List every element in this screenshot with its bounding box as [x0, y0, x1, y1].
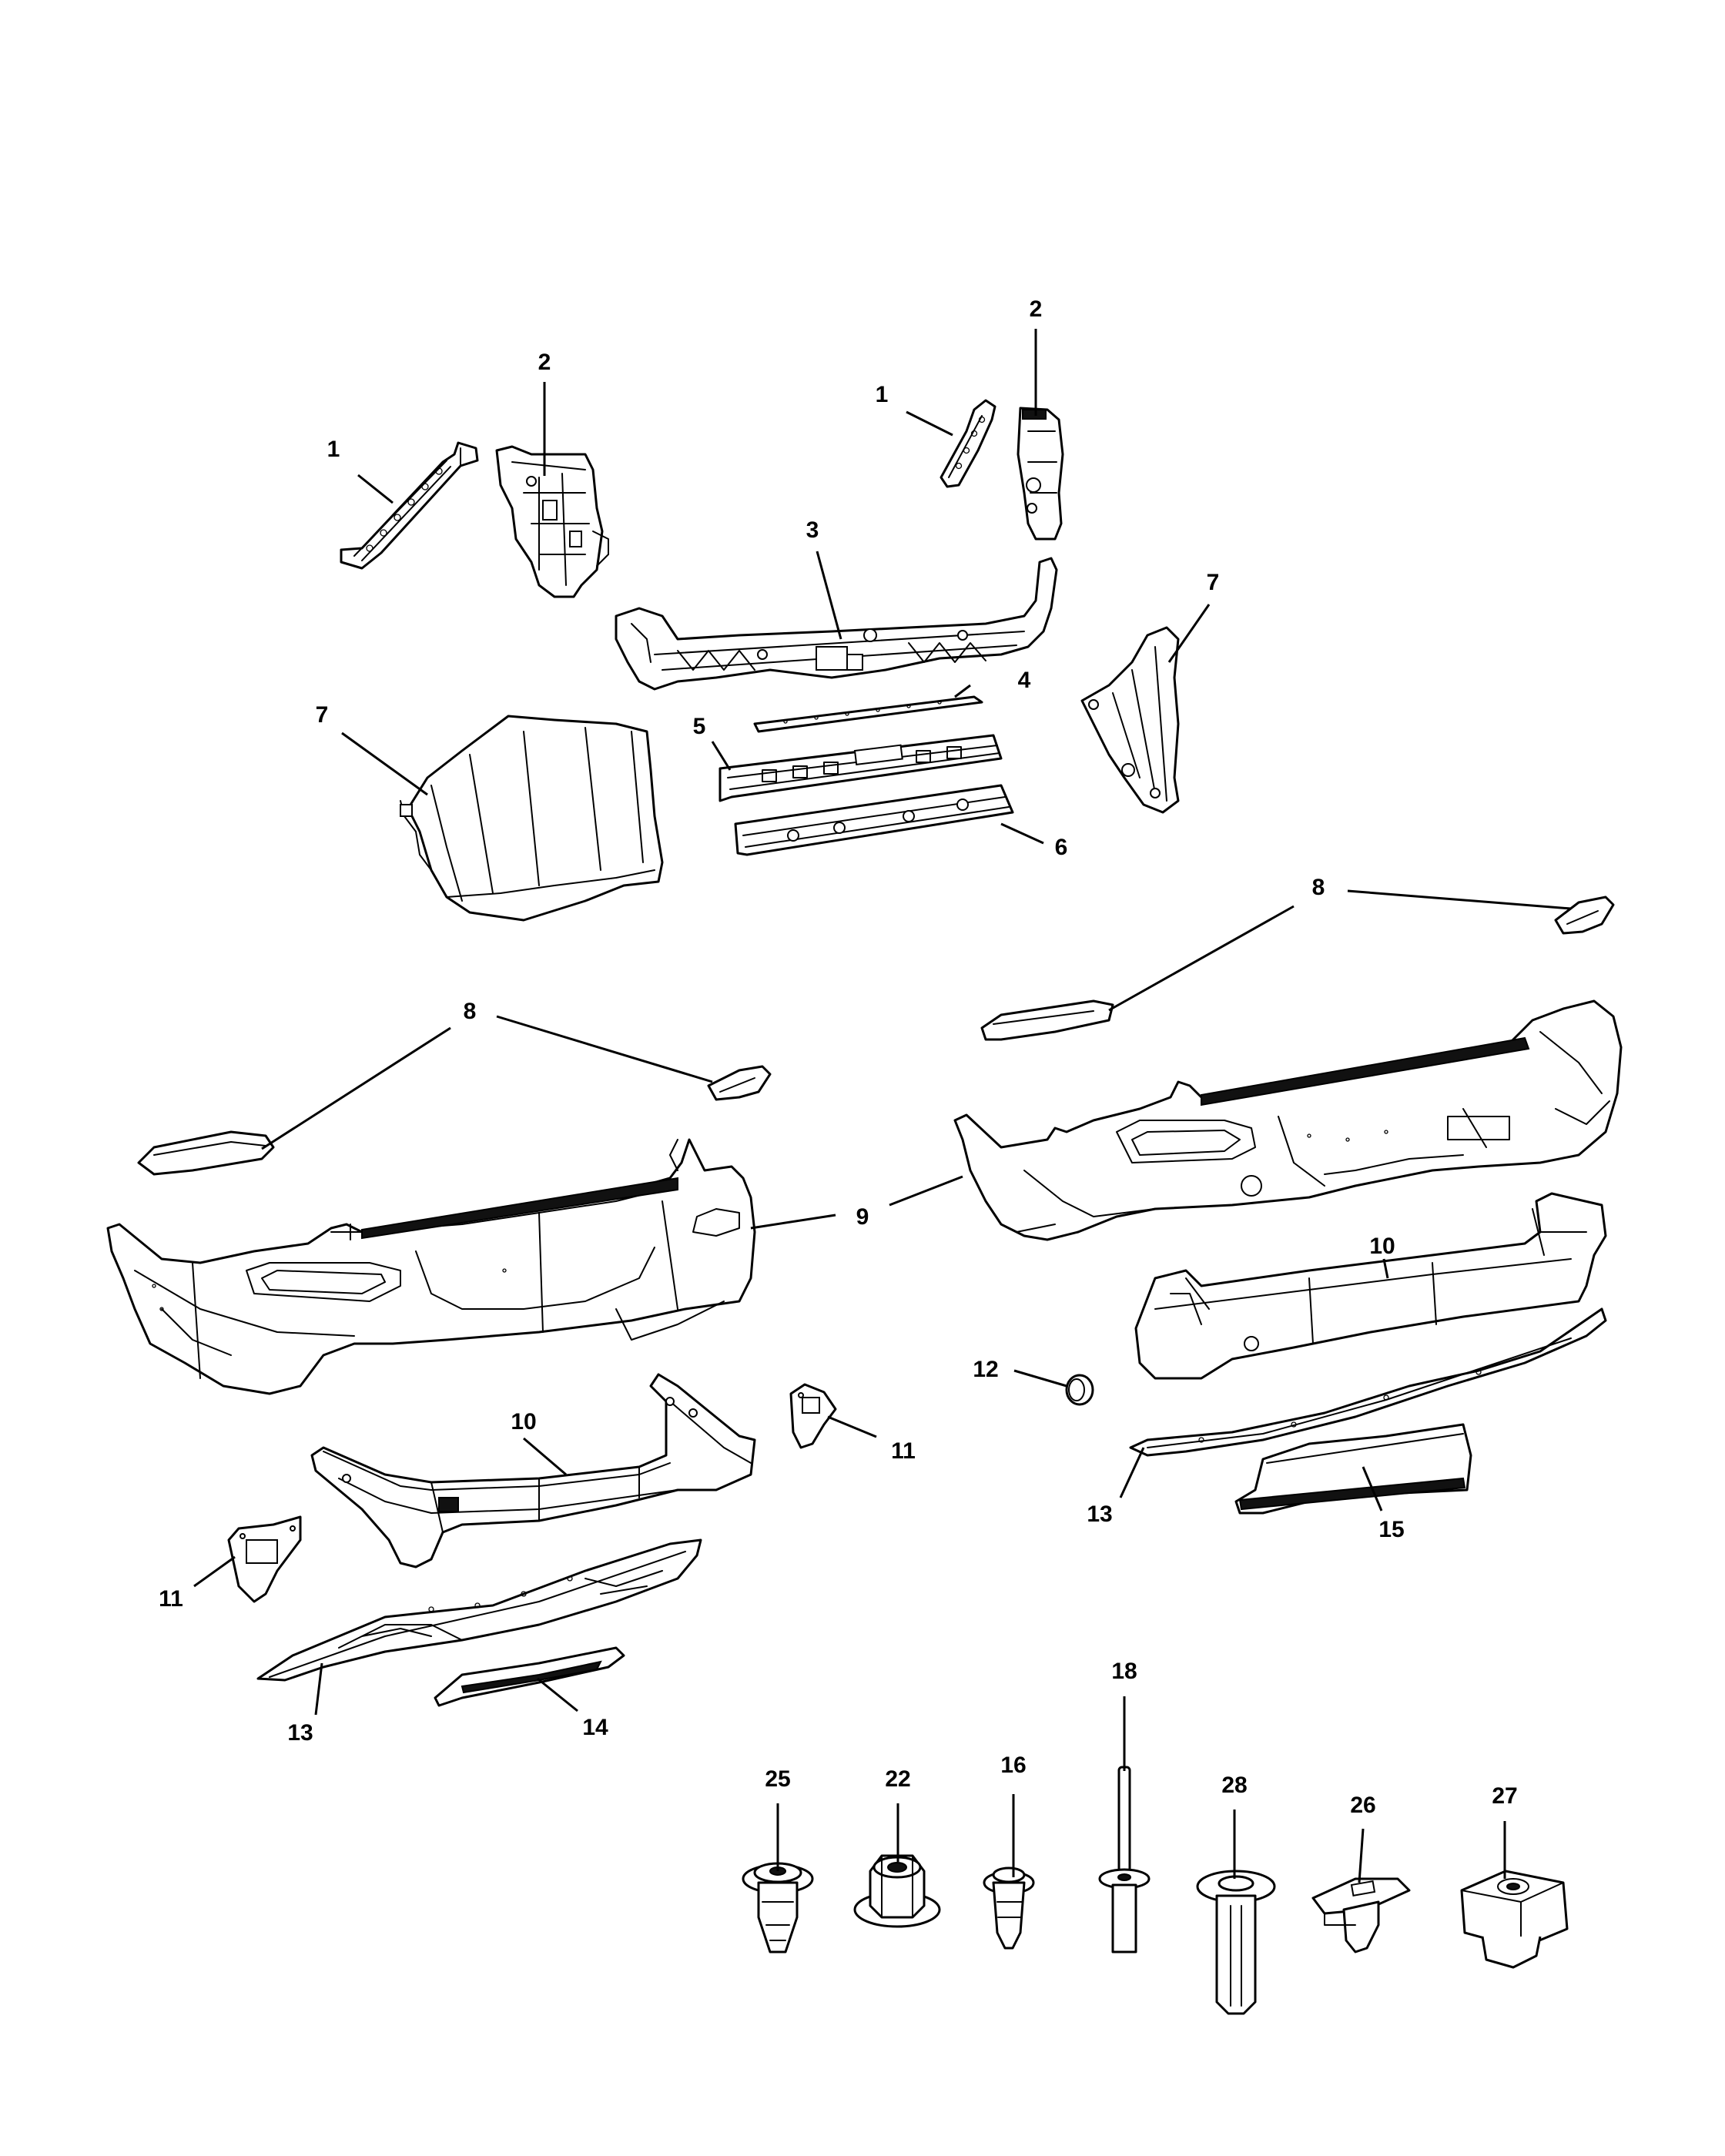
fastener-16-bolt [983, 1866, 1035, 1950]
part-6-lower-support [734, 784, 1014, 856]
fastener-25-push-pin [742, 1862, 814, 1953]
part-1-left-brace [340, 441, 479, 570]
callout-15: 15 [1378, 1517, 1404, 1542]
fastener-22-nut [853, 1854, 941, 1928]
part-13-right-valance [1129, 1307, 1607, 1457]
callout-9: 9 [856, 1204, 869, 1230]
callout-3: 3 [806, 517, 819, 543]
part-9-right-fascia [953, 999, 1623, 1241]
callout-10-right: 10 [1369, 1234, 1395, 1259]
part-8-end-caps [137, 896, 1615, 1176]
part-7-left-corner [400, 715, 664, 922]
part-5-reinforcement [718, 734, 1003, 802]
part-7-right-corner [1080, 626, 1180, 814]
callout-7-left: 7 [316, 702, 329, 728]
callout-11-right: 11 [891, 1438, 916, 1464]
callout-27: 27 [1492, 1783, 1517, 1809]
part-10-left-impact-bar [310, 1373, 756, 1568]
callout-11-left: 11 [159, 1586, 183, 1612]
callout-28: 28 [1221, 1773, 1247, 1798]
callout-18: 18 [1111, 1659, 1137, 1684]
callout-1-left: 1 [327, 437, 340, 462]
part-9-left-fascia [106, 1138, 756, 1395]
callout-8-left: 8 [464, 999, 477, 1024]
callout-6: 6 [1055, 835, 1068, 860]
part-10-right-impact-bar [1134, 1192, 1607, 1380]
part-1-right-brace [940, 399, 996, 488]
callout-16: 16 [1000, 1753, 1026, 1778]
part-2-left-bracket [495, 445, 609, 598]
fastener-28-push-rivet [1196, 1870, 1276, 2015]
part-15-step-pad [1234, 1423, 1472, 1515]
callout-10-left: 10 [511, 1409, 536, 1435]
part-2-right-bracket [1017, 407, 1064, 541]
part-13-left-valance [256, 1538, 702, 1682]
callout-8-right: 8 [1312, 875, 1325, 900]
callout-2-right: 2 [1030, 296, 1043, 322]
leader-lines [193, 329, 1572, 1883]
fastener-26-clip [1311, 1877, 1411, 1953]
callout-7-right: 7 [1207, 570, 1220, 595]
callout-12: 12 [973, 1357, 998, 1382]
fastener-27-cage-nut [1460, 1870, 1569, 1969]
part-14-insert [434, 1646, 625, 1707]
part-4-strip [753, 695, 983, 733]
callout-13-right: 13 [1087, 1502, 1112, 1527]
callout-14: 14 [582, 1715, 608, 1740]
callout-26: 26 [1350, 1793, 1375, 1818]
callout-1-right: 1 [876, 382, 889, 407]
fastener-18-rivet [1098, 1766, 1151, 1953]
callout-2-left: 2 [538, 350, 551, 375]
callout-labels: 1 2 1 2 3 4 5 6 7 7 8 8 9 10 10 11 11 12… [159, 296, 1518, 1818]
callout-4: 4 [1018, 668, 1031, 693]
callout-25: 25 [765, 1766, 790, 1792]
part-12-plug [1065, 1374, 1094, 1406]
callout-13-left: 13 [287, 1720, 313, 1746]
callout-22: 22 [885, 1766, 910, 1792]
part-3-upper-bracket [615, 557, 1058, 691]
part-11-plates [227, 1383, 837, 1603]
callout-5: 5 [693, 714, 706, 739]
